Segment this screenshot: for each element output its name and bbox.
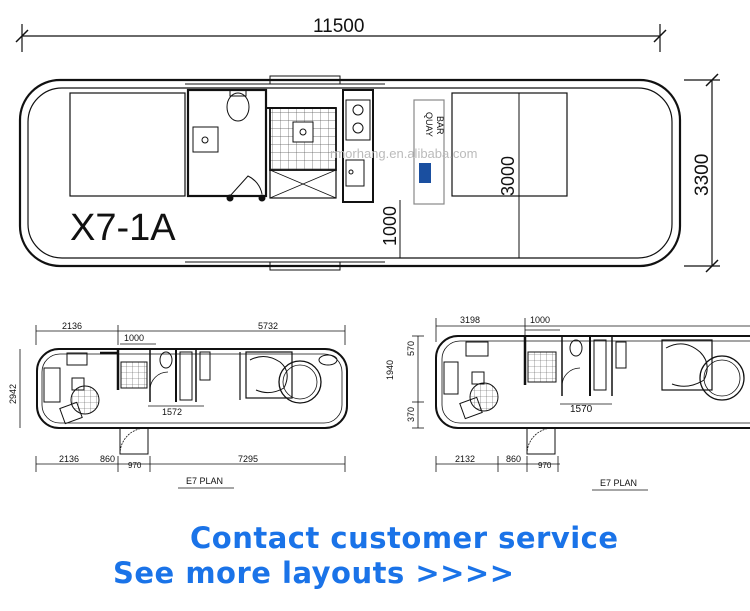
plan-left-sofa <box>43 367 61 403</box>
plan-left-dim-bottom-1: 2136 <box>59 454 79 464</box>
plan-right-dim-bottom-2: 860 <box>506 454 521 464</box>
plan-right-round-bed <box>699 355 745 401</box>
kitchen-sink <box>345 159 365 187</box>
plan-right-inner: 1570 <box>570 404 593 415</box>
plan-left-height: 2942 <box>8 384 18 404</box>
sink-basin <box>201 136 209 144</box>
plan-right-left-dim-1: 1940 <box>385 360 395 380</box>
width-dimension-line <box>684 73 720 273</box>
quay-bar <box>413 99 445 205</box>
plan-left-round-bed <box>278 360 322 404</box>
toilet <box>226 92 250 122</box>
plan-right-shower <box>527 351 557 383</box>
see-more-layouts-link[interactable]: See more layouts >>>> <box>113 556 515 590</box>
plan-left: 2136 5732 1000 2942 <box>8 321 348 489</box>
watermark: rmorhang.en.alibaba.com <box>330 146 477 161</box>
plan-right-dim-top-1: 3198 <box>460 315 480 325</box>
plan-right-toilet <box>569 339 583 357</box>
bar-label-quay: QUAY <box>424 112 434 137</box>
overall-width-label: 3300 <box>692 154 713 196</box>
plan-right-dim-top-2: 1000 <box>530 315 550 325</box>
plan-right-dim-bottom-3: 970 <box>538 461 552 470</box>
plan-right-left-dim-2: 570 <box>406 341 416 356</box>
left-bed <box>69 92 186 197</box>
plan-left-dim-top-3: 5732 <box>258 321 278 331</box>
vanity-sink <box>192 126 219 153</box>
bathroom <box>186 88 268 198</box>
model-label: X7-1A <box>70 207 176 249</box>
door-ribs <box>185 75 385 271</box>
plan-left-capsule <box>36 348 348 429</box>
bar-fridge <box>419 163 431 183</box>
right-bed <box>451 92 568 197</box>
cooktop <box>345 99 371 141</box>
plan-right-left-dim-3: 370 <box>406 407 416 422</box>
plan-right-dim-bottom-1: 2132 <box>455 454 475 464</box>
plan-right-bed <box>661 339 713 391</box>
contact-customer-service-link[interactable]: Contact customer service <box>190 521 619 555</box>
plan-left-dim-top-1: 2136 <box>62 321 82 331</box>
shower-tray <box>269 169 337 199</box>
bar-label-bar: BAR <box>435 116 445 135</box>
kitchen-counter <box>342 89 374 203</box>
plan-right-round-table <box>469 382 499 412</box>
plan-left-dim-bottom-4: 7295 <box>238 454 258 464</box>
plan-left-bed <box>245 351 293 399</box>
plan-left-dim-bottom-3: 970 <box>128 461 142 470</box>
overall-length-label: 11500 <box>313 16 364 37</box>
aisle-width-label: 1000 <box>380 206 400 246</box>
bathroom-door-swing <box>229 175 263 197</box>
plan-right: 3198 1000 1940 570 370 <box>385 315 750 491</box>
plan-right-capsule <box>435 335 750 429</box>
plan-right-caption: E7 PLAN <box>600 478 637 488</box>
plan-left-dim-bottom-2: 860 <box>100 454 115 464</box>
plan-left-dim-top-2: 1000 <box>124 333 144 343</box>
plan-left-toilet <box>159 351 173 369</box>
inner-width-label: 3000 <box>498 156 518 196</box>
plan-left-inner: 1572 <box>162 407 182 417</box>
top-plan: 11500 3300 <box>15 16 720 273</box>
length-dimension-line <box>15 24 667 52</box>
capsule-inner-shell <box>27 87 673 259</box>
plan-left-shower <box>120 361 148 389</box>
plan-left-caption: E7 PLAN <box>186 476 223 486</box>
